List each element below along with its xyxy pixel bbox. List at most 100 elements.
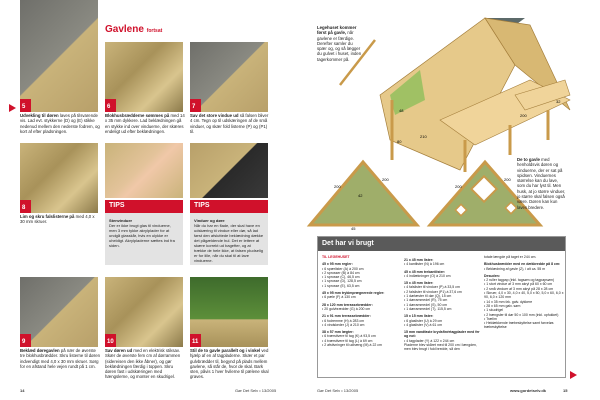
- page-number-right: 15: [563, 388, 568, 393]
- material-item: • 1 sprosse (E), 63,5 cm: [322, 283, 360, 288]
- door-gable: [306, 159, 421, 227]
- material-heading: 45 x 95 mm trykimprægnerede regler:: [322, 291, 385, 296]
- material-item: • 6 spærlister (A) à 200 cm: [322, 266, 364, 271]
- page-number-left: 14: [20, 388, 25, 393]
- dim-label: 32: [556, 99, 561, 104]
- material-heading: 45 x 45 mm trekantlister:: [404, 269, 446, 274]
- tips-label: TIPS: [105, 200, 183, 213]
- material-heading: 15 x 15 mm lister:: [404, 314, 434, 319]
- material-item: • 1 skudrigel: [484, 308, 504, 313]
- photo-step-9: 9: [20, 277, 98, 347]
- material-item: • Skruer, 4,0 x 30, 4,0 x 40, 5,0 x 50, …: [484, 291, 564, 300]
- photo-step-10: 10: [105, 277, 183, 347]
- step-number: 10: [105, 334, 116, 347]
- caption-step-6: Blokhusbrædderne sømmes på med 14 x 35 m…: [105, 113, 185, 134]
- material-item: • 2 afstivninger til udhæng (M) à 22 cm: [322, 343, 382, 348]
- material-item: • 20 gulvbrædder (G) à 200 cm: [322, 306, 371, 311]
- material-heading: 38 x 57 mm lægter:: [322, 330, 354, 335]
- playhouse-diagram: 210 200 48 80 200 200 32 42 45 200 200: [306, 17, 571, 230]
- material-item: • 1 sprosse (D), 128,5 cm: [322, 279, 362, 284]
- material-heading: 15 mm vandfaste krydsfinértagplader med …: [404, 330, 480, 339]
- step-number: 6: [105, 99, 116, 112]
- materials-title: Det har vi brugt: [318, 237, 565, 251]
- material-item: • 4 kantlister (N) à 196 cm: [404, 262, 445, 267]
- material-item: • 2 små vinduer af 3 mm akryl på 28 x 28…: [484, 286, 554, 291]
- section-heading: TIL LEGEHUSET: [322, 255, 350, 259]
- material-item: • Heldækkende træbeskyttelse samt farvel…: [484, 321, 554, 330]
- photo-step-11: 11: [190, 277, 268, 347]
- material-heading: Desuden:: [484, 273, 500, 278]
- material-item: • 4 tagplader (Y) à 122 x 244 cm: [404, 338, 455, 343]
- step-number: 8: [20, 200, 31, 213]
- material-item: • 1 dørlæster til dør (Q), 15 cm: [404, 294, 452, 299]
- materials-column-2: 21 x 45 mm lister:• 4 kantlister (N) à 1…: [404, 255, 484, 352]
- material-item: • 1 dørrammedel (S), 50 cm: [404, 302, 448, 307]
- photo-step-6: 6: [105, 42, 183, 112]
- page-title: Gavlene fortsat: [105, 24, 163, 35]
- dim-label: 48: [399, 108, 404, 113]
- photo-jigsaw: [190, 143, 268, 198]
- caption-step-11: Stil de to gavle parallelt og i vinkel v…: [190, 348, 269, 380]
- material-heading: 45 x 95 mm regler:: [322, 262, 353, 267]
- photo-step-7: 7: [190, 42, 268, 112]
- caption-step-5: Udvekling til døren laves på tilsvarende…: [20, 113, 100, 134]
- dim-label: 200: [455, 184, 462, 189]
- dim-label: 200: [504, 177, 511, 182]
- caption-step-9: Beklæd døregavlen på nær de øverste tre …: [20, 348, 101, 369]
- material-item: totale længde på taget er 244 cm.: [484, 255, 537, 259]
- dim-label: 80: [397, 139, 402, 144]
- dim-label: 200: [520, 113, 527, 118]
- material-item: • 1 sprosse (C), 46,5 cm: [322, 275, 360, 280]
- tips-heading: Stenvinduer: [109, 218, 133, 223]
- caption-step-7: Sav det store vindue ud så falsen bliver…: [190, 113, 269, 134]
- material-item: • 6 tværstivere til tag (K) à 93,5 cm: [322, 334, 376, 339]
- material-item: • 1 dørrammedel (T), 115,5 cm: [404, 306, 452, 311]
- material-item: • 14 x 35 mm fzk. galv. dykkere: [484, 299, 533, 304]
- tips-heading: Vinduer og døre: [194, 218, 225, 223]
- material-item: • 2 hængsler til dør 50 x 100 mm (inkl. …: [484, 312, 559, 317]
- tips-text: Der er ikke brugt glas til vinduerne, me…: [109, 223, 175, 248]
- dim-label: 200: [334, 184, 341, 189]
- material-item: • 4 indlækninger (O) à 210 cm: [404, 273, 451, 278]
- tips-text: Når du har en flade, der skal have en ud…: [194, 223, 264, 263]
- material-heading: 15 x 45 mm lister:: [404, 281, 434, 286]
- material-item: Pladerne blev skåret med til 200 cm i læ…: [404, 343, 477, 352]
- materials-column-3: totale længde på taget er 244 cm.Blokhus…: [484, 255, 564, 330]
- dim-label: 45: [351, 226, 356, 230]
- material-item: • 4 tværstivere til tag (L) à 69 cm: [322, 338, 373, 343]
- material-item: • 6 glaslister (U) à 29 cm: [404, 318, 443, 323]
- material-item: • 2 falslister til vinduer (P1) à 37,6 c…: [404, 289, 462, 294]
- step-number: 11: [190, 334, 201, 347]
- material-heading: 28 x 120 mm terrassebrædder:: [322, 302, 373, 307]
- photo-step-5: 5: [20, 0, 98, 112]
- dim-label: 42: [358, 193, 363, 198]
- callout-gables: De to gavle med henholdsvis døren og vin…: [517, 157, 566, 210]
- dim-label: 210: [420, 134, 427, 139]
- magazine-footer-right: Gør Det Selv • 13/2005: [317, 388, 359, 393]
- material-item: • 4 falslister til vinduer (P) à 33,5 cm: [404, 285, 460, 290]
- caption-step-8: Lim og skru falslisterne på med 4,0 x 30…: [20, 214, 95, 225]
- material-item: • 6 pæle (F) à 130 cm: [322, 295, 356, 300]
- material-item: • 2 sprosser (B) à 84 cm: [322, 270, 360, 275]
- dim-label: 200: [382, 177, 389, 182]
- photo-child-window: [105, 143, 183, 198]
- material-item: • 1 dørrammedel (R), 75 cm: [404, 298, 448, 303]
- material-item: • 4 glaslister (V) à 61 cm: [404, 322, 442, 327]
- caption-step-10: Sav døren ud med en elektrisk stiksav. S…: [105, 348, 181, 380]
- magazine-footer-left: Gør Det Selv • 13/2005: [235, 388, 277, 393]
- material-item: • 1 stort vindue af 3 mm akryl på 60 x 6…: [484, 282, 553, 287]
- material-item: • Trælim: [484, 316, 497, 321]
- material-heading: 21 x 45 mm lister:: [404, 258, 434, 262]
- material-item: • 6 fodremme (H) à 283 cm: [322, 318, 365, 323]
- material-item: • Beklædning af gavle (Z), i alt ca. 55 …: [484, 266, 546, 271]
- material-item: • 4 vindskeder (J) à 210 cm: [322, 322, 365, 327]
- photo-step-8: 8: [20, 143, 98, 213]
- material-item: • 28 x 65 mm galv. søm: [484, 303, 521, 308]
- material-heading: 21 x 91 mm terrassebrædder:: [322, 314, 371, 319]
- material-item: • 2 ruller tagpap (inkl. tagsøm og tagpa…: [484, 278, 555, 283]
- website-link[interactable]: www.gordetselv.dk: [510, 388, 547, 393]
- step-number: 7: [190, 99, 201, 112]
- next-arrow-icon: [9, 104, 16, 112]
